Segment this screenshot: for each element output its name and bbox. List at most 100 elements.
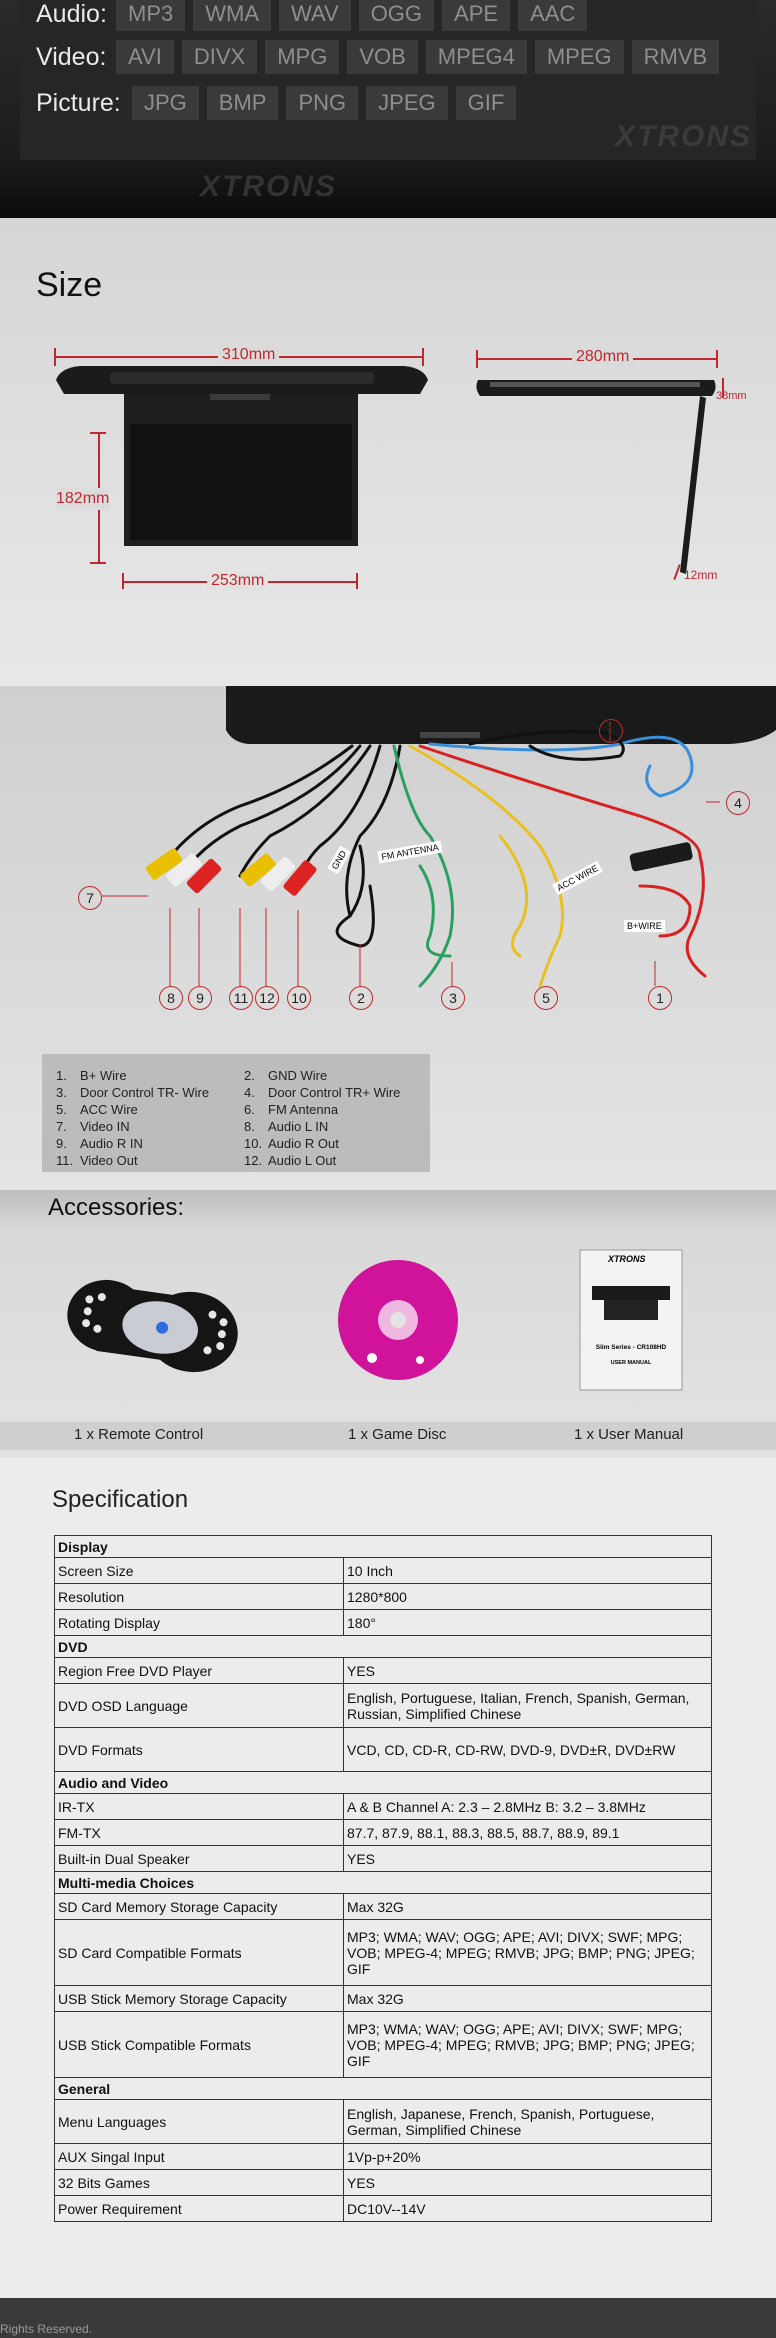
spec-key: AUX Singal Input <box>54 2143 344 2170</box>
legend-item: 8.Audio L IN <box>244 1119 328 1134</box>
picture-label: Picture: <box>36 88 121 117</box>
depth-dim-tick-left <box>476 350 478 368</box>
audio-format-chip: WAV <box>279 0 351 31</box>
picture-format-chip: PNG <box>286 86 359 120</box>
legend-number: 12. <box>244 1153 263 1168</box>
remote-control-image <box>67 1279 238 1373</box>
height-dim-tick-top <box>90 432 106 434</box>
callout-11: 11 <box>229 986 253 1010</box>
picture-format-chip: BMP <box>206 86 279 120</box>
legend-text: Audio L IN <box>268 1119 329 1134</box>
video-format-chip: MPG <box>265 40 340 74</box>
spec-key: USB Stick Memory Storage Capacity <box>54 1985 344 2012</box>
spec-value: Max 32G <box>343 1893 712 1920</box>
spec-category-label: Multi-media Choices <box>54 1871 712 1894</box>
legend-item: 9.Audio R IN <box>56 1136 143 1151</box>
callout-12: 12 <box>255 986 279 1010</box>
spec-key: USB Stick Compatible Formats <box>54 2011 344 2078</box>
legend-text: FM Antenna <box>268 1102 339 1117</box>
size-title: Size <box>36 266 103 304</box>
legend-number: 5. <box>56 1102 67 1117</box>
video-format-chip: MPEG4 <box>425 40 527 74</box>
screen-width-tick-right <box>356 573 358 589</box>
callout-10: 10 <box>287 986 311 1010</box>
screen-width-dimension: 253mm <box>207 572 269 590</box>
callout-3: 3 <box>441 986 465 1010</box>
spec-key: Power Requirement <box>54 2195 344 2222</box>
spec-value: YES <box>343 1845 712 1872</box>
legend-text: Video Out <box>80 1153 138 1168</box>
callout-7: 7 <box>78 886 102 910</box>
remote-control-caption: 1 x Remote Control <box>74 1426 204 1443</box>
accessories-title: Accessories: <box>48 1194 185 1221</box>
spec-value: English, Japanese, French, Spanish, Port… <box>343 2099 712 2144</box>
video-format-chip: DIVX <box>181 40 258 74</box>
thickness-dimension-line <box>722 378 724 398</box>
game-disc-caption: 1 x Game Disc <box>348 1426 447 1443</box>
video-label: Video: <box>36 42 107 71</box>
side-view-unit <box>476 380 716 574</box>
legend-text: Audio R Out <box>268 1136 339 1151</box>
legend-item: 2.GND Wire <box>244 1068 327 1083</box>
b-wire-tag: B+WIRE <box>624 920 665 932</box>
audio-format-chip: APE <box>442 0 511 31</box>
spec-value: 10 Inch <box>343 1557 712 1584</box>
spec-value: English, Portuguese, Italian, French, Sp… <box>343 1683 712 1728</box>
spec-category-label: DVD <box>54 1635 712 1658</box>
legend-number: 3. <box>56 1085 67 1100</box>
wiring-legend: 1. B+ Wire 2.GND Wire 3. Door Control TR- … <box>42 1054 430 1172</box>
video-format-chip: MPEG <box>534 40 624 74</box>
spec-category-label: Display <box>54 1535 712 1558</box>
video-format-chip: RMVB <box>631 40 720 74</box>
legend-text: Video IN <box>80 1119 130 1134</box>
spec-key: Screen Size <box>54 1557 344 1584</box>
legend-number: 1. <box>56 1068 67 1083</box>
manual-series: Slim Series - CR108HD <box>595 1344 667 1351</box>
legend-item: 1. B+ Wire <box>56 1068 127 1083</box>
size-section: Size 310mm 280mm 182mm 253mm <box>0 218 776 686</box>
legend-text: Audio L Out <box>268 1153 337 1168</box>
spec-key: Rotating Display <box>54 1609 344 1636</box>
screen-thickness-dimension: 12mm <box>684 568 718 582</box>
specification-title: Specification <box>52 1486 189 1513</box>
brand-watermark-secondary: XTRONS <box>200 170 338 203</box>
spec-value: 180° <box>343 1609 712 1636</box>
spec-key: FM-TX <box>54 1819 344 1846</box>
accessories-section: Accessories: XTRONS <box>0 1190 776 1458</box>
spec-key: Built-in Dual Speaker <box>54 1845 344 1872</box>
legend-item: 5. ACC Wire <box>56 1102 138 1117</box>
callout-1: 1 <box>648 986 672 1010</box>
legend-text: Door Control TR- Wire <box>80 1085 210 1100</box>
legend-item: 12. Audio L Out <box>244 1153 336 1168</box>
legend-item: 6.FM Antenna <box>244 1102 338 1117</box>
legend-number: 9. <box>56 1136 67 1151</box>
manual-subtitle: USER MANUAL <box>610 1360 652 1366</box>
legend-text: B+ Wire <box>80 1068 127 1083</box>
spec-value: A & B Channel A: 2.3 – 2.8MHz B: 3.2 – 3… <box>343 1793 712 1820</box>
audio-label: Audio: <box>36 0 107 28</box>
size-diagram <box>56 366 716 574</box>
user-manual-caption: 1 x User Manual <box>574 1426 684 1443</box>
height-dimension: 182mm <box>56 488 110 510</box>
wiring-harness-photo <box>102 686 776 988</box>
accessories-images <box>67 1249 683 1391</box>
legend-text: ACC Wire <box>80 1102 138 1117</box>
manual-brand: XTRONS <box>608 1254 646 1264</box>
audio-format-chip: WMA <box>193 0 272 31</box>
